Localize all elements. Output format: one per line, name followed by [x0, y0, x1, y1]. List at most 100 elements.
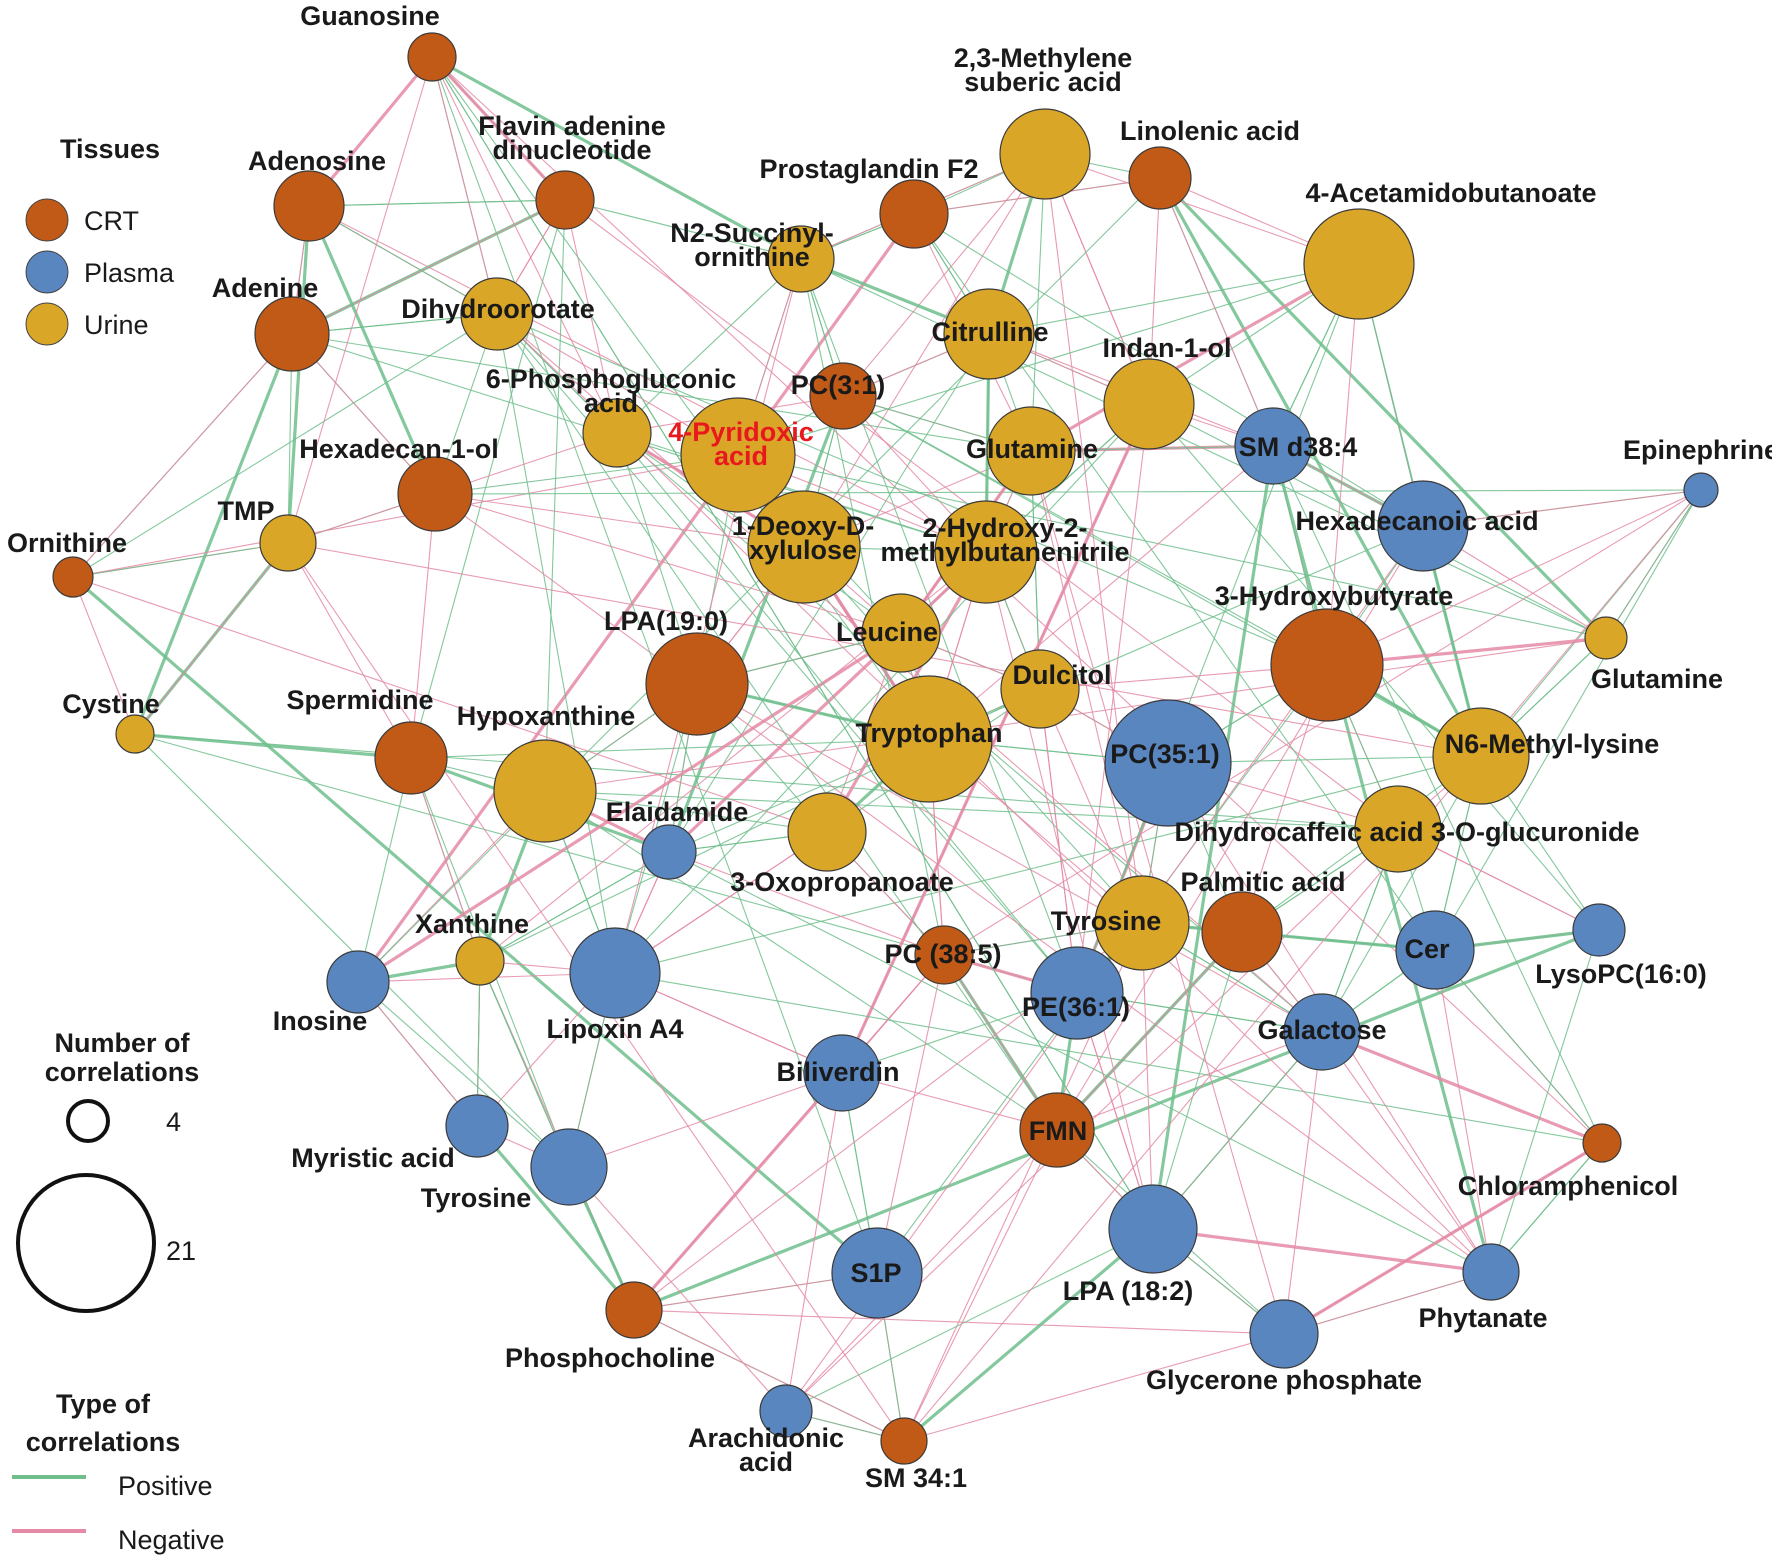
- correlation-edge: [356, 213, 916, 983]
- node-label-line: Inosine: [273, 1006, 368, 1036]
- node-label-line: Tyrosine: [1051, 906, 1162, 936]
- node-glyceronephosphate[interactable]: [1249, 1299, 1319, 1369]
- node-label-hexadecanoic: Hexadecanoic acid: [1295, 506, 1538, 536]
- node-leucine[interactable]: [861, 593, 941, 673]
- node-sm341[interactable]: [880, 1417, 928, 1465]
- node-tmp[interactable]: [259, 514, 317, 572]
- node-acetamidobutanoate[interactable]: [1303, 208, 1415, 320]
- legend-negative-label: Negative: [118, 1525, 225, 1555]
- node-pgf2[interactable]: [879, 179, 949, 249]
- node-lysopc160[interactable]: [1572, 903, 1626, 957]
- node-label-line: acid: [714, 441, 768, 471]
- node-label-hydroxybutyrate: 3-Hydroxybutyrate: [1215, 581, 1454, 611]
- node-label-line: Biliverdin: [776, 1057, 899, 1087]
- node-lpa190[interactable]: [645, 632, 749, 736]
- node-label-line: PE(36:1): [1022, 992, 1130, 1022]
- node-oxopropanoate[interactable]: [787, 792, 867, 872]
- node-deoxyxylulose[interactable]: [747, 490, 861, 604]
- correlation-edge: [1030, 262, 1360, 453]
- node-hypoxanthine[interactable]: [493, 739, 597, 843]
- node-hydroxymethylbutanenitrile[interactable]: [934, 500, 1038, 604]
- node-hexadecanol[interactable]: [397, 456, 473, 532]
- node-hydroxybutyrate[interactable]: [1270, 608, 1384, 722]
- legend-size-large-value: 21: [166, 1236, 196, 1266]
- node-s1p[interactable]: [831, 1227, 923, 1319]
- node-phosphogluconic[interactable]: [582, 398, 652, 468]
- node-fmn[interactable]: [1019, 1092, 1095, 1168]
- node-succinylornithine[interactable]: [767, 225, 835, 293]
- node-arachidonic[interactable]: [759, 1384, 813, 1438]
- node-tyrosine_p[interactable]: [530, 1128, 608, 1206]
- node-cer[interactable]: [1395, 910, 1475, 990]
- node-cystine[interactable]: [115, 714, 155, 754]
- node-palmitic[interactable]: [1201, 891, 1283, 973]
- correlation-edge: [357, 757, 412, 983]
- node-dihydroorotate[interactable]: [460, 277, 534, 351]
- node-pc351[interactable]: [1104, 699, 1232, 827]
- node-epinephrine[interactable]: [1683, 472, 1719, 508]
- correlation-edge: [434, 489, 1702, 495]
- node-biliverdin[interactable]: [803, 1034, 881, 1112]
- node-dihydrocaffeic[interactable]: [1354, 785, 1442, 873]
- node-pyridoxic[interactable]: [680, 397, 796, 513]
- node-label-guanosine: Guanosine: [300, 1, 440, 31]
- node-citrulline[interactable]: [943, 288, 1035, 380]
- correlation-edge: [431, 56, 1154, 1230]
- node-tyrosine_u[interactable]: [1094, 875, 1190, 971]
- node-methyllysine[interactable]: [1432, 707, 1530, 805]
- correlation-edge: [479, 851, 670, 962]
- node-adenosine[interactable]: [273, 170, 345, 242]
- node-guanosine[interactable]: [407, 32, 457, 82]
- node-lipoxina4[interactable]: [569, 927, 661, 1019]
- legend-size-large-circle: [16, 1173, 156, 1313]
- node-linolenic[interactable]: [1128, 146, 1192, 210]
- node-label-tyrosine_u: Tyrosine: [1051, 906, 1162, 936]
- node-indanol[interactable]: [1103, 358, 1195, 450]
- node-label-line: SM 34:1: [865, 1463, 967, 1493]
- correlation-edge: [410, 493, 436, 759]
- correlation-edge: [72, 333, 293, 578]
- node-pc31[interactable]: [809, 362, 877, 430]
- node-glutamine_2[interactable]: [1584, 616, 1628, 660]
- node-dulcitol[interactable]: [1000, 649, 1080, 729]
- node-label-pc31: PC(3:1): [791, 370, 886, 400]
- node-glutamine_u[interactable]: [986, 406, 1076, 496]
- correlation-edge: [616, 432, 1078, 994]
- correlation-edge: [800, 258, 1607, 639]
- node-spermidine[interactable]: [374, 721, 448, 795]
- node-smd384[interactable]: [1234, 407, 1312, 485]
- node-label-line: dinucleotide: [492, 135, 651, 165]
- node-galactose[interactable]: [1283, 993, 1361, 1071]
- correlation-edge: [842, 395, 1328, 666]
- node-pe361[interactable]: [1030, 946, 1124, 1040]
- node-label-leucine: Leucine: [836, 617, 938, 647]
- node-label-line: Glycerone phosphate: [1146, 1365, 1422, 1395]
- node-label-indanol: Indan-1-ol: [1103, 333, 1232, 363]
- node-label-line: Galactose: [1257, 1015, 1386, 1045]
- node-tryptophan[interactable]: [865, 675, 993, 803]
- node-methylsuberic[interactable]: [999, 108, 1091, 200]
- node-label-hydroxymethylbutanenitrile: 2-Hydroxy-2-methylbutanenitrile: [880, 513, 1129, 567]
- node-ornithine[interactable]: [52, 556, 94, 598]
- node-fad[interactable]: [535, 170, 595, 230]
- node-pc385[interactable]: [914, 925, 974, 985]
- node-label-line: Xanthine: [415, 909, 529, 939]
- node-label-line: Dihydrocaffeic acid 3-O-glucuronide: [1174, 817, 1639, 847]
- correlation-edge: [1422, 489, 1702, 527]
- node-inosine[interactable]: [326, 950, 390, 1014]
- node-label-line: Tyrosine: [421, 1183, 532, 1213]
- node-lpa182[interactable]: [1108, 1184, 1198, 1274]
- node-hexadecanoic[interactable]: [1377, 480, 1469, 572]
- node-myristic[interactable]: [445, 1094, 509, 1158]
- correlation-edge: [431, 56, 618, 434]
- node-xanthine[interactable]: [455, 936, 505, 986]
- node-phosphocholine[interactable]: [605, 1281, 663, 1339]
- node-elaidamide[interactable]: [641, 824, 697, 880]
- node-phytanate[interactable]: [1462, 1243, 1520, 1301]
- node-chloramphenicol[interactable]: [1582, 1123, 1622, 1163]
- correlation-edge: [431, 56, 930, 740]
- node-adenine[interactable]: [254, 296, 330, 372]
